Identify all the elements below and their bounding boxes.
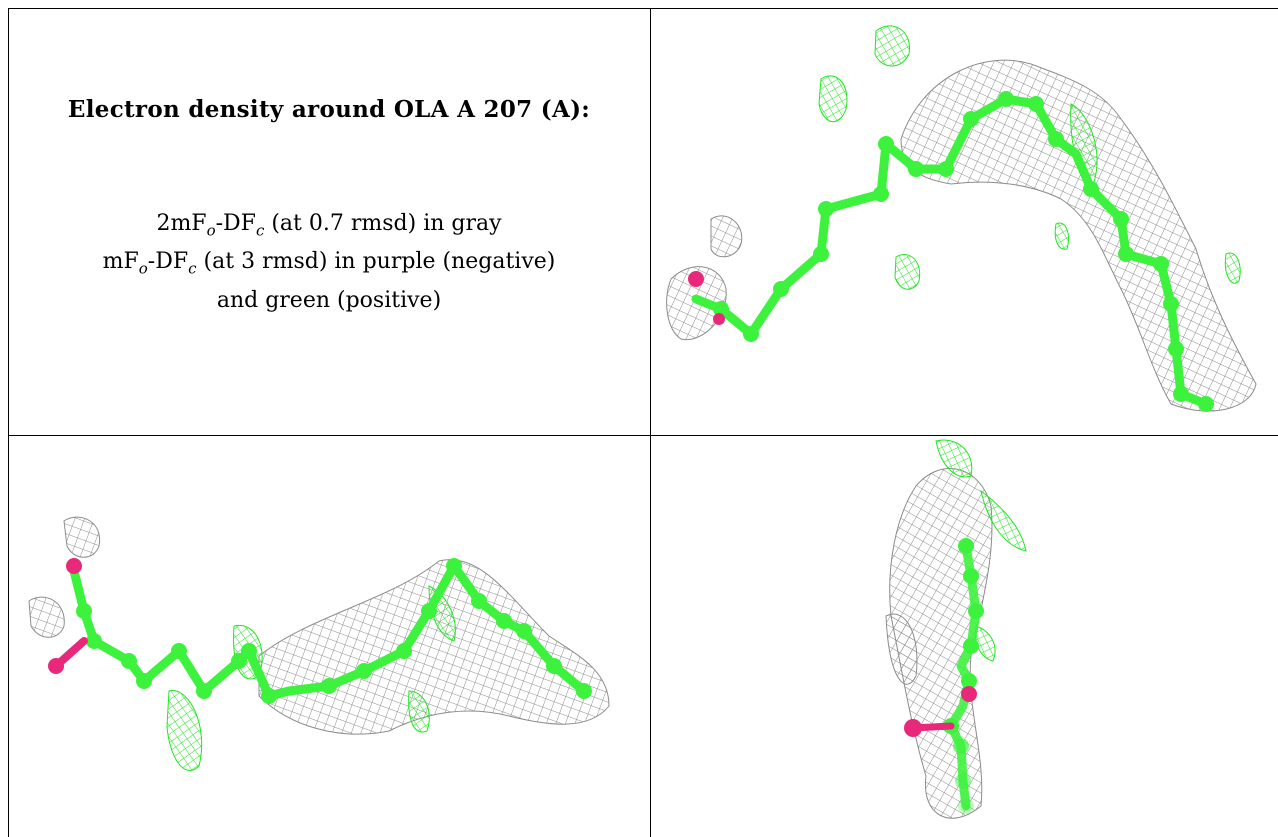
view-bottom-right [651, 436, 1278, 837]
view-top-right [651, 9, 1278, 435]
density-caption: 2mFo-DFc (at 0.7 rmsd) in gray mFo-DFc (… [8, 208, 650, 317]
figure-table: Electron density around OLA A 207 (A): 2… [8, 8, 1278, 837]
caption-line-fofc: mFo-DFc (at 3 rmsd) in purple (negative) [102, 249, 556, 278]
caption-line-positive: and green (positive) [216, 287, 442, 313]
ligand-density-view-3 [885, 439, 1027, 819]
ligand-density-view-1 [666, 25, 1257, 412]
table-border-top [8, 8, 1278, 9]
table-border-left [8, 8, 9, 837]
table-column-divider [650, 8, 651, 837]
caption-cell: Electron density around OLA A 207 (A): 2… [8, 8, 650, 435]
view-bottom-left [9, 436, 650, 837]
ligand-density-view-2 [28, 516, 610, 771]
caption-line-2fofc: 2mFo-DFc (at 0.7 rmsd) in gray [156, 211, 502, 240]
table-row-divider [8, 435, 1278, 436]
page-title: Electron density around OLA A 207 (A): [67, 96, 591, 123]
